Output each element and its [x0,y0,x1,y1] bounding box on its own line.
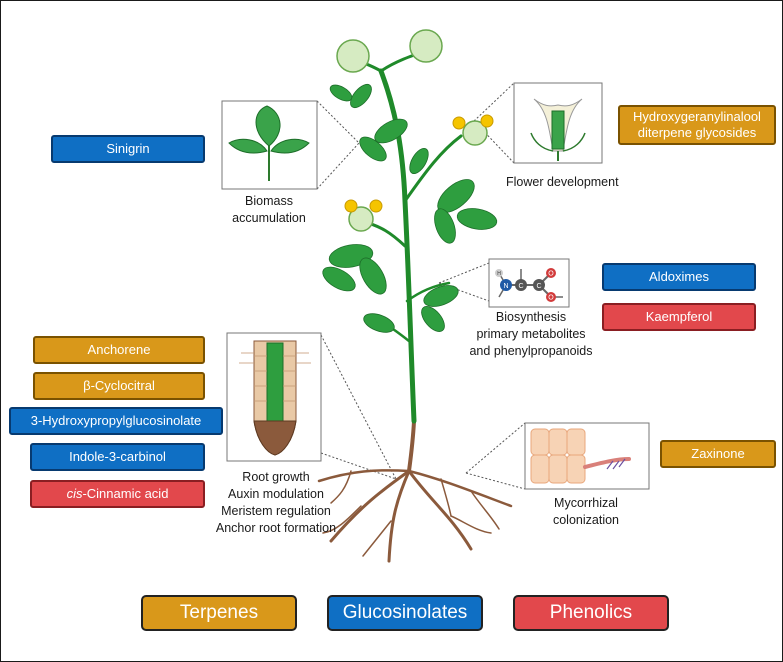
legend-glucosinolates: Glucosinolates [327,595,483,631]
label-root-line2: Auxin modulation [228,487,324,501]
compound-cinnamic-acid: cis-Cinnamic acid [30,480,205,508]
compound-cinnamic-acid-suffix: -Cinnamic acid [82,486,169,501]
label-root-line4: Anchor root formation [215,521,337,535]
compound-hydroxygeranylinalool: Hydroxygeranylinalool diterpene glycosid… [618,105,776,145]
compound-zaxinone: Zaxinone [660,440,776,468]
label-biosynthesis-line2: primary metabolites [476,327,586,341]
legend-terpenes: Terpenes [141,595,297,631]
roots [317,419,513,563]
compound-hydroxypropylglucosinolate: 3-Hydroxypropylglucosinolate [9,407,223,435]
flower-inset [513,82,603,164]
legend-phenolics: Phenolics [513,595,669,631]
label-biomass-line2: accumulation [232,211,306,225]
connector-lines [316,82,526,490]
label-root: Root growth Auxin modulation Meristem re… [201,469,351,537]
flower-heads [336,29,494,232]
compound-hydroxygeranylinalool-line2: diterpene glycosides [637,125,757,140]
label-root-line3: Meristem regulation [221,504,331,518]
compound-hydroxygeranylinalool-line1: Hydroxygeranylinalool [633,109,761,124]
label-flower: Flower development [506,175,619,189]
compound-indole-3-carbinol: Indole-3-carbinol [30,443,205,471]
mycorrhiza-inset [524,422,650,490]
label-mycorrhizal-line1: Mycorrhizal [554,496,618,510]
compound-sinigrin: Sinigrin [51,135,205,163]
label-biosynthesis-line1: Biosynthesis [495,310,567,324]
compound-cyclocitral: β-Cyclocitral [33,372,205,400]
label-root-line1: Root growth [242,470,310,484]
biomass-inset [221,100,318,190]
compound-anchorene: Anchorene [33,336,205,364]
root-tip-inset [226,332,322,462]
label-mycorrhizal: Mycorrhizal colonization [531,495,641,529]
compound-kaempferol: Kaempferol [602,303,756,331]
compound-aldoximes: Aldoximes [602,263,756,291]
label-mycorrhizal-line2: colonization [552,513,619,527]
compound-cinnamic-acid-prefix: cis [66,486,83,501]
leaves [322,83,498,333]
label-biomass-line1: Biomass [245,194,293,208]
label-biosynthesis: Biosynthesis primary metabolites and phe… [461,309,601,360]
label-biosynthesis-line3: and phenylpropanoids [469,344,593,358]
molecule-inset [488,258,570,308]
label-biomass: Biomass accumulation [219,193,319,227]
